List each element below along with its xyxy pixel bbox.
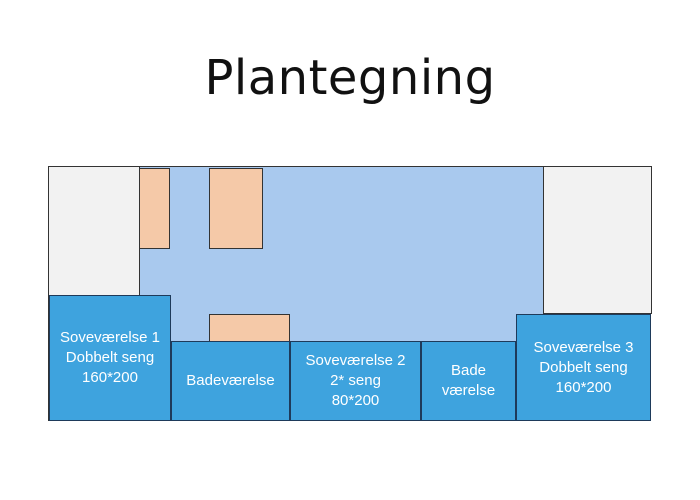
room-label-line: 160*200 (555, 378, 612, 396)
room-label-line: 160*200 (82, 369, 138, 386)
outside-area-right (543, 166, 652, 314)
room-label-line: 2* seng (330, 372, 381, 389)
furniture-block-1 (139, 168, 170, 249)
room-label-line: Dobbelt seng (539, 358, 628, 376)
room-label-line: Soveværelse 1 (59, 329, 161, 346)
room-bedroom-2: Soveværelse 2 2* seng 80*200 (290, 341, 421, 421)
room-bedroom-1: Soveværelse 1 Dobbelt seng 160*200 (49, 295, 171, 421)
room-label-line: Soveværelse 3 (533, 338, 634, 356)
room-label-line: Badeværelse (186, 372, 275, 389)
room-label-line: Dobbelt seng (65, 349, 155, 366)
room-bathroom-2: Bade værelse (421, 341, 516, 421)
room-label-line: Soveværelse 2 (305, 352, 406, 369)
room-label-line: 80*200 (331, 392, 380, 409)
room-label-line: Bade (450, 362, 487, 379)
page-title: Plantegning (204, 50, 496, 106)
outside-area-left (48, 166, 140, 296)
furniture-block-2 (209, 168, 263, 249)
room-bathroom-1: Badeværelse (171, 341, 290, 421)
room-bedroom-3: Soveværelse 3 Dobbelt seng 160*200 (516, 314, 651, 421)
furniture-block-3 (209, 314, 290, 342)
room-label-line: værelse (441, 382, 496, 399)
floor-plan: Soveværelse 1 Dobbelt seng 160*200 Badev… (48, 166, 652, 421)
